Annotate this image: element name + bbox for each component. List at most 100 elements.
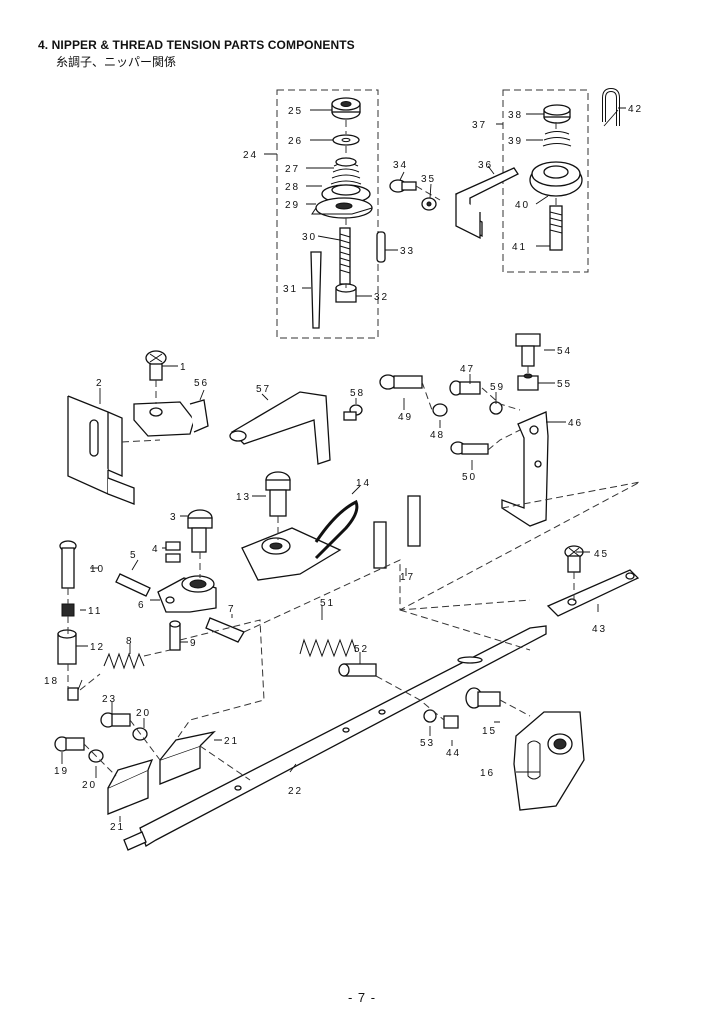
thread-hook-43 <box>602 87 620 126</box>
assembly-line <box>481 387 521 411</box>
callout-27: 26 <box>288 136 303 147</box>
callout-16: 16 <box>480 768 495 779</box>
screw-19 <box>54 736 85 752</box>
assembly-line <box>143 649 171 657</box>
nut-39 <box>543 104 571 124</box>
spring-52 <box>299 638 357 658</box>
assembly-line <box>83 719 161 777</box>
callout-56: 55 <box>557 379 572 390</box>
assembly-line <box>421 381 433 411</box>
screw-51 <box>450 441 489 455</box>
spring-8 <box>103 652 145 670</box>
callout-26: 25 <box>288 106 303 117</box>
plate-57 <box>133 399 209 437</box>
leader-line <box>61 107 626 822</box>
callout-9: 9 <box>190 638 198 649</box>
cam-plate-16 <box>513 711 585 811</box>
callout-5: 5 <box>130 550 138 561</box>
callout-15: 15 <box>482 726 497 737</box>
nut-4 <box>165 541 181 563</box>
callout-54: 53 <box>420 738 435 749</box>
screw-10 <box>59 540 77 589</box>
pin-9 <box>169 620 181 651</box>
callout-20a: 20 <box>136 708 151 719</box>
cap-18 <box>67 687 79 701</box>
washer-49 <box>432 403 448 417</box>
callout-30: 29 <box>285 200 300 211</box>
callout-45: 44 <box>446 748 461 759</box>
nut-56 <box>517 373 539 391</box>
tension-stud-42 <box>549 205 563 251</box>
callout-38: 37 <box>472 120 487 131</box>
block-21 <box>107 758 154 815</box>
screw-24 <box>100 712 131 728</box>
callout-20b: 20 <box>82 780 97 791</box>
callout-17: 17 <box>400 572 415 583</box>
callout-53: 52 <box>354 644 369 655</box>
pin-34 <box>376 231 386 263</box>
callout-18: 18 <box>44 676 59 687</box>
callout-41: 40 <box>515 200 530 211</box>
assembly-line <box>79 673 101 691</box>
callout-28: 27 <box>285 164 300 175</box>
tension-disc-41 <box>529 161 583 197</box>
assembly-box-25 <box>276 89 379 339</box>
callout-55: 54 <box>557 346 572 357</box>
callout-11: 11 <box>88 606 102 617</box>
stud-15 <box>465 687 501 709</box>
screw-48 <box>449 380 481 396</box>
callout-2: 2 <box>96 378 104 389</box>
assembly-line <box>415 185 441 201</box>
bracket-47 <box>501 411 549 527</box>
callout-33: 32 <box>374 292 389 303</box>
callout-47: 46 <box>568 418 583 429</box>
tension-disc-30 <box>311 197 373 219</box>
callout-13: 13 <box>236 492 251 503</box>
callout-40: 39 <box>508 136 523 147</box>
callout-4: 4 <box>152 544 160 555</box>
assembly-box-38 <box>502 89 589 273</box>
callout-8: 8 <box>126 636 134 647</box>
plate-44 <box>546 569 640 617</box>
callout-60: 59 <box>490 382 505 393</box>
callout-52: 51 <box>320 598 335 609</box>
assembly-line <box>121 439 161 443</box>
callout-23: 22 <box>288 786 303 797</box>
assembly-line <box>199 745 251 781</box>
screw-59 <box>343 404 363 421</box>
section-subtitle-japanese: 糸調子、ニッパー関係 <box>56 55 177 69</box>
pin-32 <box>310 251 322 329</box>
assembly-line <box>175 619 265 741</box>
callout-24: 23 <box>102 694 117 705</box>
tension-nut-26 <box>331 97 361 120</box>
spring-11 <box>61 603 75 617</box>
page-number: - 7 - <box>347 990 377 1005</box>
nut-45 <box>443 715 459 729</box>
callout-42: 41 <box>512 242 527 253</box>
callout-21: 21 <box>110 822 125 833</box>
screw-46 <box>564 545 584 573</box>
bracket-2 <box>67 395 135 505</box>
washer-27 <box>332 134 360 146</box>
pin-17b <box>407 495 421 547</box>
callout-48: 47 <box>460 364 475 375</box>
screw-13 <box>265 471 291 517</box>
pin-17a <box>373 521 387 569</box>
callout-50: 49 <box>398 412 413 423</box>
callout-34: 33 <box>400 246 415 257</box>
thread-guide-37 <box>455 167 519 240</box>
spring-40 <box>542 131 572 147</box>
assembly-line <box>399 481 641 611</box>
callout-57: 56 <box>194 378 209 389</box>
bolt-55 <box>515 333 541 367</box>
callout-10: 10 <box>90 564 105 575</box>
washer-36 <box>421 197 437 211</box>
assembly-line <box>243 559 531 633</box>
assembly-line <box>399 609 531 651</box>
assembly-line <box>375 675 445 721</box>
nipper-lever-14 <box>241 499 359 581</box>
callout-36: 35 <box>421 174 436 185</box>
callout-7: 7 <box>228 604 236 615</box>
